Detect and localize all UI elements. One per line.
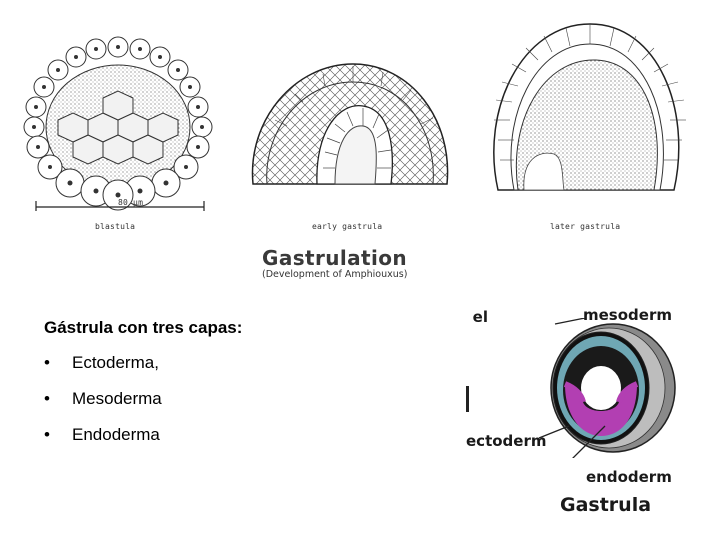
gastrula-cross-section bbox=[538, 318, 676, 458]
bullet-heading: Gástrula con tres capas: bbox=[44, 318, 243, 337]
bullet-text: Mesoderma bbox=[72, 389, 162, 408]
label-endoderm: endoderm bbox=[586, 468, 672, 486]
label-later-gastrula: later gastrula bbox=[550, 222, 621, 231]
early-gastrula-illustration bbox=[251, 63, 449, 185]
label-blastula: blastula bbox=[95, 222, 136, 231]
bullet-dot: • bbox=[44, 425, 50, 444]
diagram-subtitle: (Development of Amphiouxus) bbox=[262, 269, 408, 280]
text-panel: Gástrula con tres capas: • Ectoderma, • … bbox=[44, 318, 424, 461]
label-early-gastrula: early gastrula bbox=[312, 222, 383, 231]
partial-bar bbox=[466, 386, 469, 412]
label-mesoderm: mesoderm bbox=[583, 306, 672, 324]
bullet-text: Endoderma bbox=[72, 425, 160, 444]
label-partial-top: el bbox=[472, 308, 488, 326]
bullet-dot: • bbox=[44, 389, 50, 408]
bullet-dot: • bbox=[44, 353, 50, 372]
bullet-item-ectoderma: • Ectoderma, bbox=[44, 353, 424, 389]
label-ectoderm: ectoderm bbox=[466, 432, 547, 450]
blastula-illustration bbox=[23, 36, 213, 211]
bullet-text: Ectoderma, bbox=[72, 353, 159, 372]
endoderm-layer bbox=[565, 384, 637, 436]
label-gastrula: Gastrula bbox=[560, 494, 652, 516]
diagram-title: Gastrulation bbox=[262, 246, 408, 270]
diagram-title-block: Gastrulation (Development of Amphiouxus) bbox=[262, 246, 442, 280]
bullet-item-endoderma: • Endoderma bbox=[44, 425, 424, 461]
bullet-item-mesoderma: • Mesoderma bbox=[44, 389, 424, 425]
scale-bar-label: 80 μm bbox=[118, 198, 144, 207]
later-gastrula-illustration bbox=[493, 23, 686, 191]
